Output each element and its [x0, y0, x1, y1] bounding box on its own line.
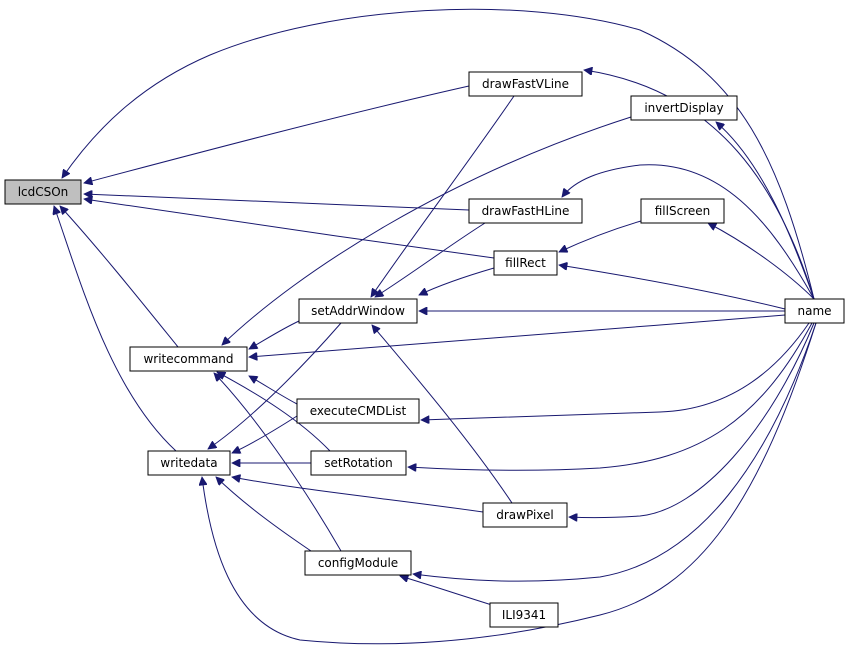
- node-label-drawPixel: drawPixel: [496, 508, 553, 522]
- node-label-lcdCSOn: lcdCSOn: [18, 185, 69, 199]
- edge-fillScreen-to-fillRect: [559, 220, 642, 252]
- edge-layer: [54, 8, 817, 645]
- edge-ILI9341-to-configModule: [400, 576, 493, 606]
- edge-fillRect-to-setAddrWindow: [419, 267, 495, 295]
- node-drawPixel[interactable]: drawPixel: [482, 502, 568, 528]
- node-label-fillRect: fillRect: [505, 256, 546, 270]
- edge-name-to-setRotation: [408, 322, 813, 470]
- edge-invertDisplay-to-writecommand: [222, 116, 632, 345]
- edge-drawFastVLine-to-lcdCSOn: [84, 85, 470, 183]
- node-setRotation[interactable]: setRotation: [310, 450, 407, 476]
- edge-drawPixel-to-writedata: [232, 477, 484, 513]
- node-executeCMDList[interactable]: executeCMDList: [296, 398, 420, 424]
- node-label-name: name: [797, 304, 831, 318]
- edge-name-to-executeCMDList: [421, 322, 810, 420]
- node-drawFastVLine[interactable]: drawFastVLine: [468, 71, 583, 97]
- edge-name-to-drawFastVLine: [584, 70, 815, 300]
- node-lcdCSOn[interactable]: lcdCSOn: [4, 179, 82, 205]
- edge-drawFastHLine-to-setAddrWindow: [375, 222, 486, 297]
- node-label-ILI9341: ILI9341: [502, 608, 546, 622]
- node-label-writecommand: writecommand: [143, 352, 233, 366]
- node-label-configModule: configModule: [318, 556, 398, 570]
- node-ILI9341[interactable]: ILI9341: [489, 602, 559, 628]
- node-setAddrWindow[interactable]: setAddrWindow: [298, 298, 418, 324]
- node-drawFastHLine[interactable]: drawFastHLine: [468, 198, 583, 224]
- node-label-executeCMDList: executeCMDList: [310, 404, 407, 418]
- node-layer: lcdCSOn drawFastVLine invertDisplay draw…: [4, 71, 845, 628]
- edge-writecommand-to-lcdCSOn: [60, 206, 179, 348]
- edge-name-to-configModule: [413, 322, 817, 582]
- edge-setAddrWindow-to-writedata: [208, 322, 342, 449]
- edge-setAddrWindow-to-writecommand: [249, 320, 300, 349]
- edge-fillRect-to-lcdCSOn: [84, 199, 495, 259]
- node-label-setRotation: setRotation: [324, 456, 393, 470]
- edge-writedata-to-lcdCSOn: [54, 206, 177, 452]
- node-label-setAddrWindow: setAddrWindow: [311, 304, 405, 318]
- edge-configModule-to-writecommand: [214, 373, 342, 552]
- edge-name-to-fillRect: [559, 265, 786, 310]
- node-label-writedata: writedata: [160, 456, 217, 470]
- node-invertDisplay[interactable]: invertDisplay: [630, 95, 738, 121]
- edge-name-to-writedata: [202, 322, 817, 645]
- edge-configModule-to-writedata: [216, 477, 312, 552]
- node-fillScreen[interactable]: fillScreen: [640, 198, 725, 224]
- node-writedata[interactable]: writedata: [147, 450, 231, 476]
- edge-executeCMDList-to-writecommand: [249, 376, 298, 405]
- node-fillRect[interactable]: fillRect: [493, 250, 558, 276]
- edge-drawFastVLine-to-setAddrWindow: [371, 95, 515, 297]
- edge-name-to-invertDisplay: [716, 122, 815, 300]
- node-label-drawFastVLine: drawFastVLine: [482, 77, 569, 91]
- edge-name-to-lcdCSOn: [62, 8, 815, 300]
- node-label-invertDisplay: invertDisplay: [644, 101, 723, 115]
- node-writecommand[interactable]: writecommand: [129, 346, 248, 372]
- edge-name-to-fillScreen: [708, 222, 815, 300]
- edge-name-to-drawPixel: [569, 322, 815, 518]
- node-configModule[interactable]: configModule: [304, 550, 412, 576]
- edge-executeCMDList-to-writedata: [232, 415, 298, 453]
- edge-setRotation-to-writecommand: [217, 371, 331, 452]
- node-name[interactable]: name: [784, 298, 845, 324]
- node-label-fillScreen: fillScreen: [655, 204, 710, 218]
- edge-drawPixel-to-setAddrWindow: [372, 325, 513, 504]
- node-label-drawFastHLine: drawFastHLine: [482, 204, 570, 218]
- edge-name-to-drawFastHLine: [562, 164, 815, 300]
